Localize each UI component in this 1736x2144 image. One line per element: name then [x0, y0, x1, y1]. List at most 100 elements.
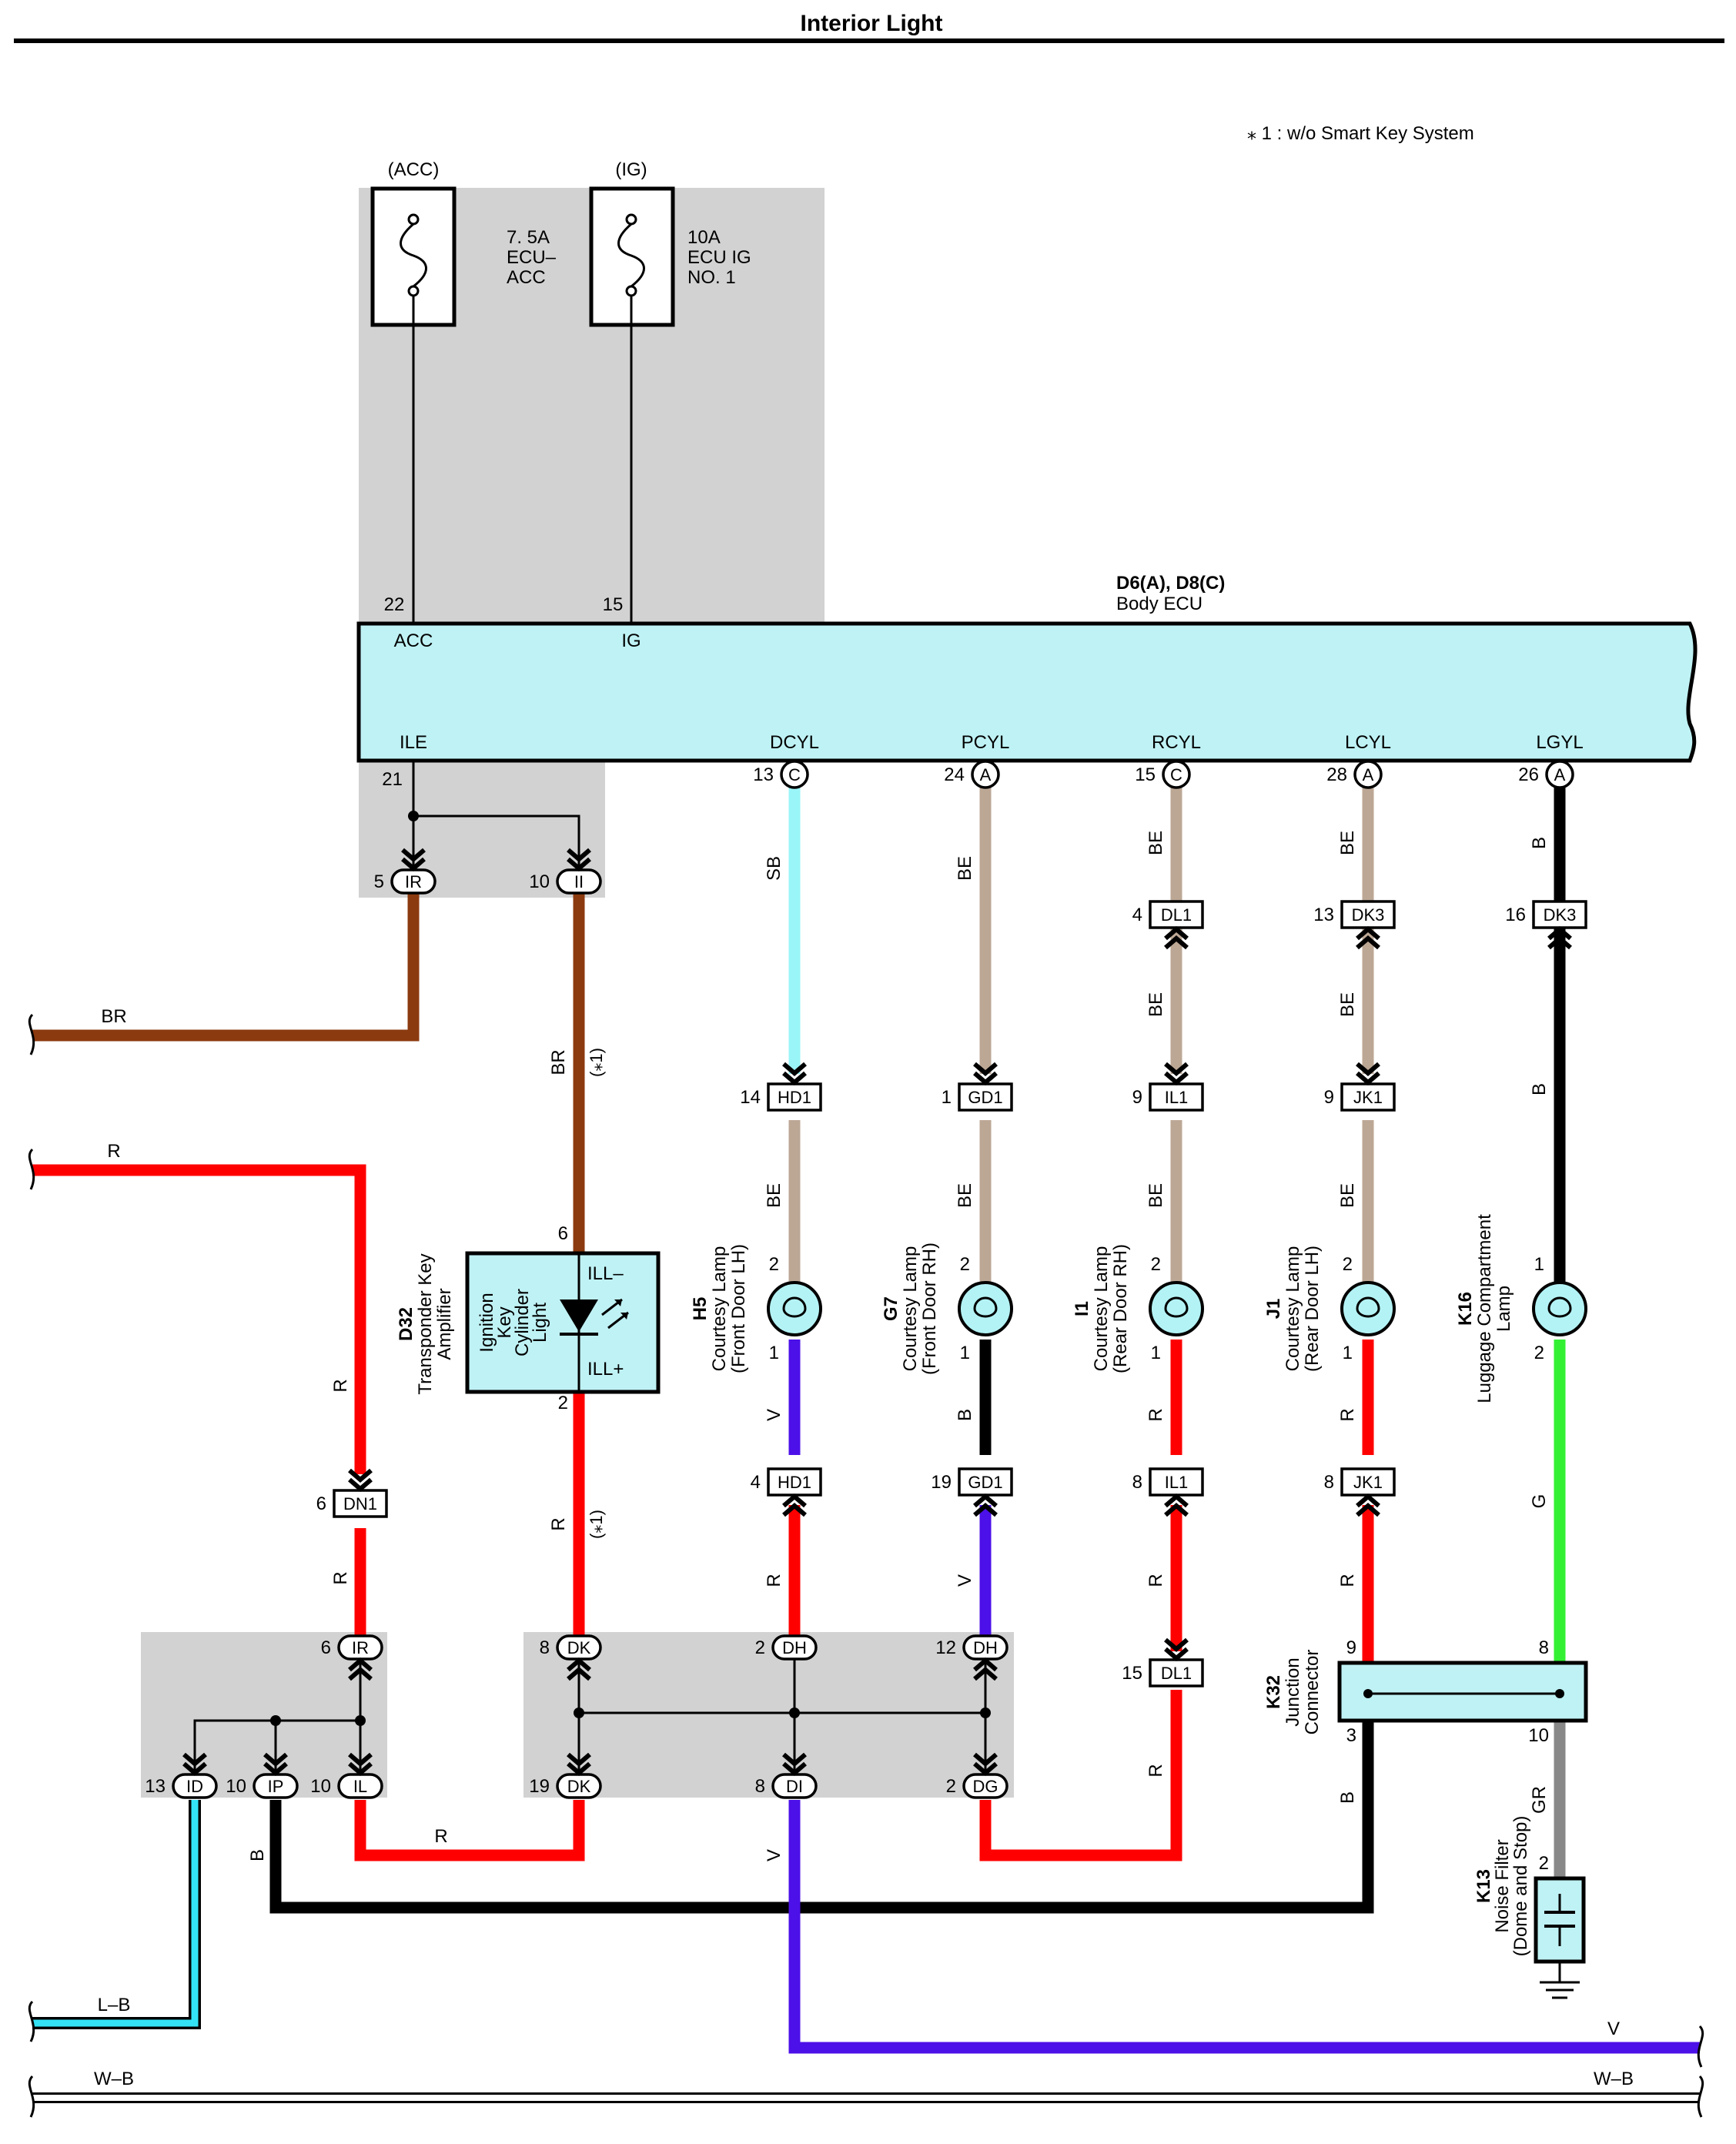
fuse-name-ig-2: NO. 1 [687, 267, 736, 288]
ecu-code: D6(A), D8(C) [1116, 573, 1225, 594]
connector-pin: 2 [946, 1776, 956, 1797]
label-be-pcyl: BE [955, 856, 975, 881]
ecu-pin-rcyl: RCYL [1152, 732, 1201, 753]
wire-labels: BR R L–B W–B W–B V R BR (⁎1) R (⁎1) R R … [94, 831, 1634, 2089]
connector-id: DN1 [343, 1494, 377, 1514]
fuse-rating-ig: 10A [687, 227, 721, 248]
junction-name-2: Connector [1302, 1650, 1323, 1735]
lamp-name-2: (Rear Door RH) [1110, 1244, 1131, 1373]
label-star-br: (⁎1) [587, 1048, 606, 1077]
connector-id: ID [186, 1777, 203, 1796]
junction-connector-k32: 9 8 3 10 K32 Junction Connector [1263, 1637, 1588, 1746]
amp-light-1: Ignition [477, 1293, 497, 1352]
ecu-pin-pcyl-num: 24 [944, 764, 965, 785]
connector-id: HD1 [778, 1473, 811, 1492]
label-r-j1: R [1337, 1408, 1358, 1421]
connector-pin: 19 [529, 1776, 550, 1797]
label-b-k16: B [1529, 1083, 1550, 1095]
noise-filter-k13: 2 K13 Noise Filter (Dome and Stop) [1473, 1816, 1586, 1999]
connector-pin: 8 [1324, 1472, 1334, 1493]
connector-pin: 6 [316, 1493, 326, 1514]
ecu-pin-connectors: 21 C 13 A 24 C 15 A 28 A 26 [382, 760, 1574, 790]
fuse-name-acc-2: ACC [507, 267, 546, 288]
fuse-name-ig-1: ECU IG [687, 247, 751, 268]
connector-id: IR [352, 1638, 369, 1657]
connector-pin: 13 [145, 1776, 166, 1797]
label-be-lcyl: BE [1337, 831, 1358, 855]
connector-pin: 6 [321, 1637, 331, 1658]
wire-r-left [32, 1164, 366, 1474]
label-r-amp: R [548, 1517, 569, 1530]
label-b-ground: B [247, 1849, 268, 1861]
label-be-j1: BE [1337, 1183, 1358, 1208]
splice-left-2 [270, 1715, 281, 1726]
fuse-ecu-acc: (ACC) 7. 5A ECU– ACC [370, 159, 557, 327]
junction-name-1: Junction [1283, 1657, 1303, 1726]
wire-ile-branch [413, 814, 580, 870]
noise-filter-pin: 2 [1539, 1853, 1549, 1874]
connector-id: GD1 [968, 1088, 1002, 1107]
amp-name-1: Transponder Key [415, 1253, 436, 1394]
ecu-pin-rcyl-num: 15 [1135, 764, 1156, 785]
label-be-g7: BE [955, 1183, 975, 1208]
noise-filter-name-1: Noise Filter [1492, 1839, 1513, 1932]
connector-dh: DH2 [755, 1634, 818, 1661]
connector-id: JK1 [1353, 1473, 1383, 1492]
connector-pin: 12 [935, 1637, 956, 1658]
label-be-rcyl: BE [1146, 831, 1166, 855]
lamp-name-1: Courtesy Lamp [1091, 1246, 1112, 1372]
amp-code: D32 [396, 1307, 416, 1341]
connector-id: DL1 [1161, 905, 1192, 925]
amp-pin-top: 6 [558, 1223, 568, 1244]
lamp-code: I1 [1072, 1301, 1092, 1316]
label-r-left-vert: R [330, 1379, 351, 1392]
fuse-name-acc-1: ECU– [507, 247, 557, 268]
ecu-pin-lgyl-conn: A [1554, 765, 1566, 784]
transponder-key-amplifier: ILL– ILL+ 6 2 Ignition Key Cylinder Ligh… [396, 1223, 661, 1413]
lamp-code: J1 [1263, 1299, 1284, 1320]
lamp-pin-top: 2 [1151, 1254, 1161, 1275]
label-star-r: (⁎1) [587, 1510, 606, 1539]
center-splice-lines [577, 1659, 987, 1778]
lamp-pin-bottom: 1 [1151, 1343, 1161, 1363]
label-r-jk1: R [1337, 1574, 1358, 1587]
wire-lb-inner [32, 1800, 199, 2027]
ecu-pin-lgyl-num: 26 [1518, 764, 1539, 785]
splice-center-3 [980, 1708, 991, 1718]
connector-id: DK [567, 1777, 591, 1796]
lamp-name-2: (Front Door RH) [919, 1243, 940, 1375]
ecu-pin-pcyl: PCYL [962, 732, 1010, 753]
splice-ile [408, 811, 419, 821]
label-be-dl1: BE [1146, 992, 1166, 1017]
amp-term-bottom: ILL+ [587, 1359, 624, 1380]
wire-end-markers [28, 1013, 1704, 2118]
connector-pin: 5 [374, 871, 384, 892]
connector-id: DL1 [1161, 1664, 1192, 1683]
lamp-pin-bottom: 1 [769, 1343, 779, 1363]
connector-pin: 9 [1132, 1087, 1142, 1108]
amp-light-2: Key [494, 1306, 515, 1338]
connector-pin: 13 [1313, 905, 1334, 925]
amp-light-4: Light [530, 1303, 550, 1343]
amp-name-2: Amplifier [434, 1288, 455, 1360]
connector-ir: IR 6 [321, 1634, 383, 1681]
lamp-pin-bottom: 1 [960, 1343, 970, 1363]
label-v-bottom: V [764, 1849, 784, 1861]
label-r-left: R [107, 1141, 120, 1162]
connector-id: IP [268, 1777, 284, 1796]
lamp-name-1: Courtesy Lamp [900, 1246, 921, 1372]
